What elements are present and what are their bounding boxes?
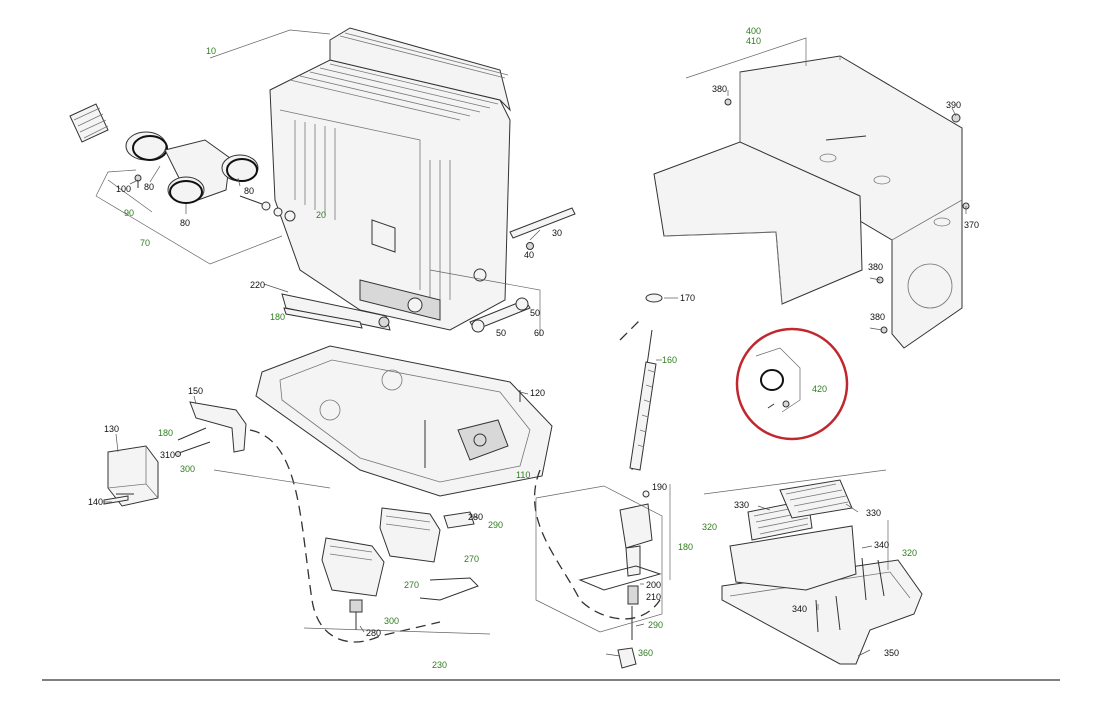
thermocouple-probe [175, 427, 211, 457]
part-label-30: 30 [552, 228, 562, 238]
part-number-labels: 10 100 80 80 80 90 70 20 30 40 50 50 60 … [88, 26, 979, 670]
part-label-70: 70 [140, 238, 150, 248]
part-label-340: 340 [874, 540, 889, 550]
part-label-310: 310 [160, 450, 175, 460]
part-label-230: 230 [432, 660, 447, 670]
part-label-110: 110 [516, 470, 530, 480]
pipe-connector [469, 297, 531, 333]
part-label-350: 350 [884, 648, 899, 658]
part-label-390: 390 [946, 100, 961, 110]
part-label-180: 180 [678, 542, 693, 552]
part-label-210: 210 [646, 592, 661, 602]
part-label-280: 280 [366, 628, 381, 638]
part-label-300: 300 [180, 464, 195, 474]
part-label-120: 120 [530, 388, 545, 398]
part-label-270: 270 [404, 580, 419, 590]
gas-valve [578, 490, 662, 669]
bolt-cluster [239, 195, 296, 222]
part-label-330: 330 [734, 500, 749, 510]
part-label-100: 100 [116, 184, 131, 194]
part-label-380: 380 [868, 262, 883, 272]
part-label-200: 200 [646, 580, 661, 590]
part-label-10: 10 [206, 46, 216, 56]
cover-bracket [189, 401, 247, 453]
burner-assembly [321, 507, 479, 630]
part-label-90: 90 [124, 208, 134, 218]
part-label-130: 130 [104, 424, 119, 434]
part-label-400: 400 [746, 26, 761, 36]
part-label-40: 40 [524, 250, 534, 260]
part-label-380: 380 [870, 312, 885, 322]
part-label-80: 80 [144, 182, 154, 192]
part-label-370: 370 [964, 220, 979, 230]
part-label-380: 380 [712, 84, 727, 94]
part-label-170: 170 [680, 293, 695, 303]
heat-exchanger [269, 27, 511, 331]
part-label-420: 420 [812, 384, 827, 394]
part-label-190: 190 [652, 482, 667, 492]
part-label-220: 220 [250, 280, 265, 290]
appliance-housing [653, 55, 970, 349]
part-label-360: 360 [638, 648, 653, 658]
part-label-50: 50 [496, 328, 506, 338]
burner-manifold [281, 293, 391, 331]
part-label-340: 340 [792, 604, 807, 614]
part-label-80: 80 [244, 186, 254, 196]
part-label-410: 410 [746, 36, 761, 46]
part-label-160: 160 [662, 355, 677, 365]
control-box [103, 445, 159, 507]
part-label-320: 320 [702, 522, 717, 532]
part-label-150: 150 [188, 386, 203, 396]
part-label-50: 50 [530, 308, 540, 318]
bracket-outlines [95, 29, 889, 635]
part-label-290: 290 [488, 520, 503, 530]
part-label-140: 140 [88, 497, 103, 507]
mounting-rail [509, 207, 576, 250]
flue-elbow-assembly [69, 103, 259, 204]
part-label-290: 290 [648, 620, 663, 630]
thermostat-probe [629, 293, 663, 471]
part-label-80: 80 [180, 218, 190, 228]
grate-tray-assembly [721, 479, 923, 665]
part-label-20: 20 [316, 210, 326, 220]
part-label-180: 180 [270, 312, 285, 322]
part-label-330: 330 [866, 508, 881, 518]
part-label-280: 280 [468, 512, 483, 522]
base-plate [255, 345, 553, 497]
part-label-300: 300 [384, 616, 399, 626]
part-label-180: 180 [158, 428, 173, 438]
seal-kit-420 [735, 327, 849, 441]
part-label-320: 320 [902, 548, 917, 558]
part-label-60: 60 [534, 328, 544, 338]
part-label-270: 270 [464, 554, 479, 564]
leader-lines [104, 90, 967, 657]
